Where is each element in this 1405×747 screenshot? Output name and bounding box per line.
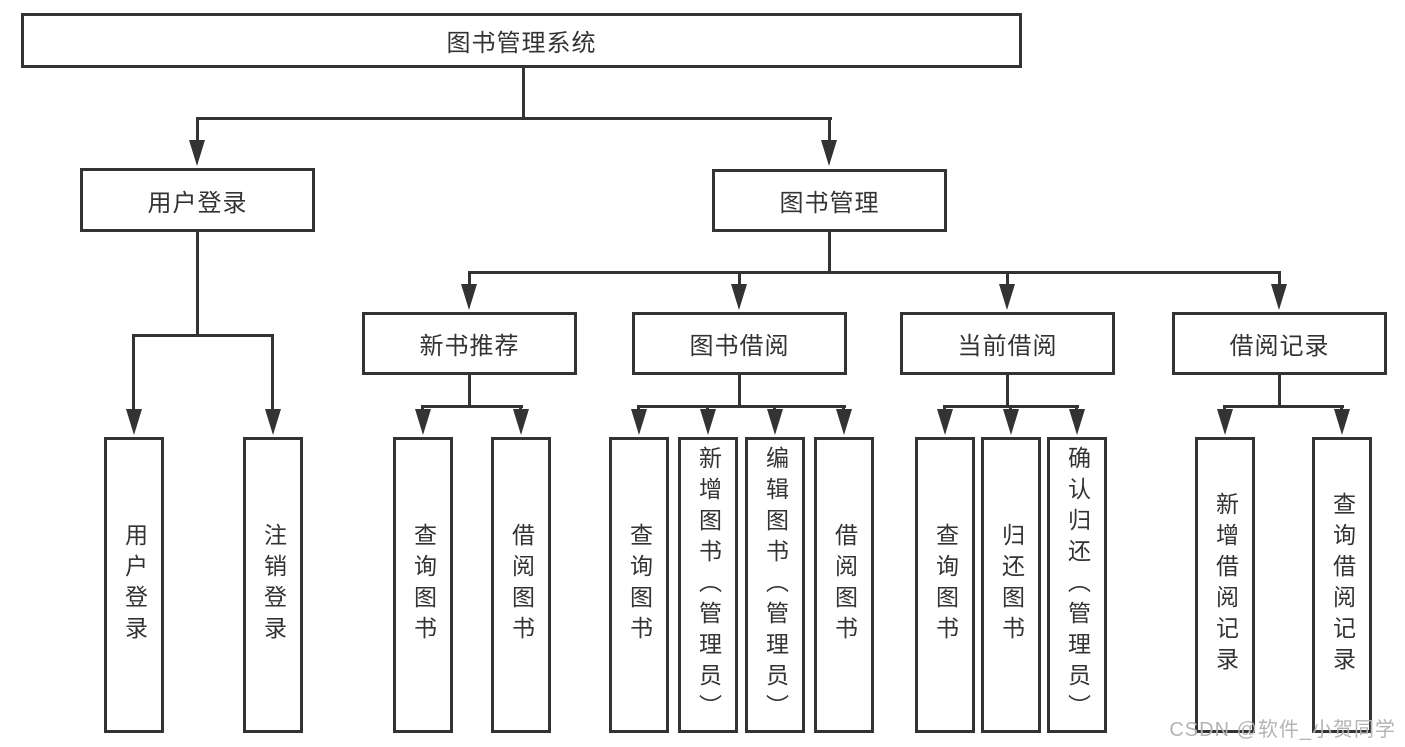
leaf-query-books-recommend: 查询图书 bbox=[393, 437, 453, 733]
leaf-add-book-admin: 新增图书（管理员） bbox=[678, 437, 738, 733]
node-book-management: 图书管理 bbox=[712, 169, 947, 232]
csdn-watermark: CSDN @软件_小贺同学 bbox=[1169, 719, 1396, 741]
connector-line bbox=[1223, 405, 1344, 408]
leaf-edit-book-admin: 编辑图书（管理员） bbox=[745, 437, 805, 733]
leaf-add-borrow-record: 新增借阅记录 bbox=[1195, 437, 1255, 733]
leaf-label: 借阅图书 bbox=[831, 523, 858, 647]
node-current-borrowing: 当前借阅 bbox=[900, 312, 1115, 375]
connector-line bbox=[421, 405, 523, 408]
connector-line bbox=[522, 68, 525, 119]
leaf-logout: 注销登录 bbox=[243, 437, 303, 733]
leaf-borrow-books-recommend: 借阅图书 bbox=[491, 437, 551, 733]
arrowhead bbox=[265, 409, 281, 435]
arrowhead bbox=[415, 409, 431, 435]
connector-line bbox=[738, 375, 741, 407]
connector-line bbox=[828, 117, 831, 144]
leaf-label: 新增图书（管理员） bbox=[695, 445, 722, 725]
connector-line bbox=[1278, 375, 1281, 407]
connector-line bbox=[196, 232, 199, 336]
connector-line bbox=[132, 334, 274, 337]
arrowhead bbox=[126, 409, 142, 435]
connector-line bbox=[468, 375, 471, 407]
leaf-label: 归还图书 bbox=[998, 523, 1025, 647]
leaf-label: 查询图书 bbox=[410, 523, 437, 647]
leaf-label: 注销登录 bbox=[260, 523, 287, 647]
node-new-book-recommend: 新书推荐 bbox=[362, 312, 577, 375]
arrowhead bbox=[999, 284, 1015, 310]
leaf-label: 编辑图书（管理员） bbox=[762, 445, 789, 725]
arrowhead bbox=[189, 140, 205, 166]
leaf-label: 借阅图书 bbox=[508, 523, 535, 647]
leaf-query-books-borrow: 查询图书 bbox=[609, 437, 669, 733]
leaf-label: 用户登录 bbox=[121, 523, 148, 647]
leaf-confirm-return-admin: 确认归还（管理员） bbox=[1047, 437, 1107, 733]
leaf-label: 查询图书 bbox=[932, 523, 959, 647]
leaf-query-books-current: 查询图书 bbox=[915, 437, 975, 733]
connector-line bbox=[637, 405, 846, 408]
connector-line bbox=[468, 271, 1281, 274]
leaf-borrow-books: 借阅图书 bbox=[814, 437, 874, 733]
node-library-system: 图书管理系统 bbox=[21, 13, 1022, 68]
arrowhead bbox=[461, 284, 477, 310]
arrowhead bbox=[1334, 409, 1350, 435]
leaf-label: 查询借阅记录 bbox=[1329, 492, 1356, 678]
connector-line bbox=[196, 117, 199, 144]
leaf-user-login: 用户登录 bbox=[104, 437, 164, 733]
arrowhead bbox=[821, 140, 837, 166]
leaf-label: 确认归还（管理员） bbox=[1064, 445, 1091, 725]
arrowhead bbox=[631, 409, 647, 435]
leaf-query-borrow-record: 查询借阅记录 bbox=[1312, 437, 1372, 733]
arrowhead bbox=[1069, 409, 1085, 435]
connector-line bbox=[196, 117, 832, 120]
arrowhead bbox=[1271, 284, 1287, 310]
arrowhead bbox=[1003, 409, 1019, 435]
connector-line bbox=[1278, 271, 1281, 287]
arrowhead bbox=[513, 409, 529, 435]
connector-line bbox=[738, 271, 741, 287]
connector-line bbox=[828, 232, 831, 273]
leaf-return-book: 归还图书 bbox=[981, 437, 1041, 733]
node-user-login: 用户登录 bbox=[80, 168, 315, 232]
connector-line bbox=[468, 271, 471, 287]
arrowhead bbox=[767, 409, 783, 435]
connector-line bbox=[271, 334, 274, 412]
node-book-borrowing: 图书借阅 bbox=[632, 312, 847, 375]
leaf-label: 查询图书 bbox=[626, 523, 653, 647]
arrowhead bbox=[937, 409, 953, 435]
arrowhead bbox=[700, 409, 716, 435]
leaf-label: 新增借阅记录 bbox=[1212, 492, 1239, 678]
arrowhead bbox=[1217, 409, 1233, 435]
arrowhead bbox=[836, 409, 852, 435]
node-borrow-records: 借阅记录 bbox=[1172, 312, 1387, 375]
connector-line bbox=[1006, 375, 1009, 407]
arrowhead bbox=[731, 284, 747, 310]
connector-line bbox=[1006, 271, 1009, 287]
connector-line bbox=[132, 334, 135, 412]
